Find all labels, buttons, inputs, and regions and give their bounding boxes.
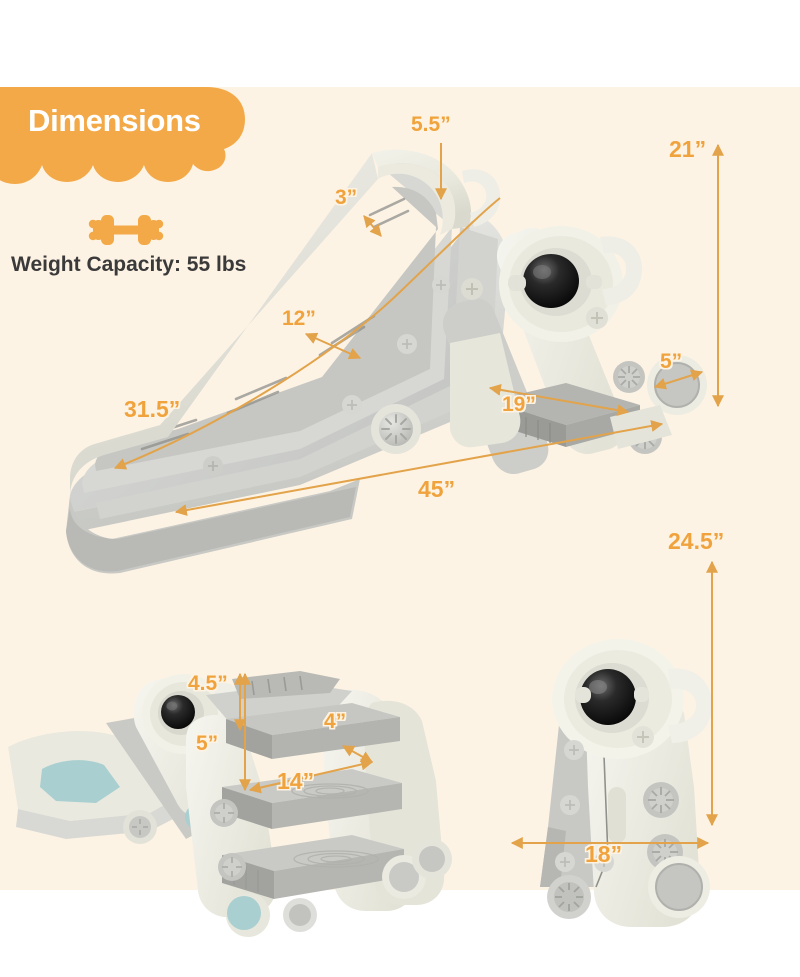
dimension-label-45: 45” (418, 476, 456, 502)
wheels-front-view (547, 856, 710, 919)
dimension-label-3: 3” (335, 186, 358, 209)
dimension-label-5-5: 5.5” (411, 113, 451, 136)
dimension-label-18: 18” (585, 841, 623, 867)
dimension-label-12: 12” (282, 307, 316, 330)
pivot-hub-top (499, 226, 642, 342)
dimension-label-14: 14” (277, 768, 315, 794)
dumbbell-icon (85, 208, 167, 252)
dimension-label-5-wheel: 5” (660, 350, 683, 373)
page-title: Dimensions (28, 103, 201, 138)
weight-capacity-label: Weight Capacity: 55 lbs (11, 253, 247, 276)
cloud-shape-icon (0, 87, 245, 184)
folded-steps-artwork (8, 671, 452, 937)
wheel-slide-front (371, 404, 421, 454)
dimension-label-31-5: 31.5” (124, 396, 181, 422)
dimension-label-24-5: 24.5” (668, 528, 725, 554)
pivot-hub-front (552, 639, 712, 759)
dimension-label-19: 19” (502, 393, 536, 416)
dimension-label-5-step: 5” (196, 732, 219, 755)
folded-front-artwork (540, 639, 712, 927)
dimensions-badge (0, 87, 245, 191)
dimension-label-21: 21” (669, 136, 707, 162)
wheels-right-folded (283, 839, 452, 932)
screws-front-wing (555, 740, 614, 872)
dimension-label-4-5: 4.5” (188, 672, 228, 695)
dimension-label-4: 4” (324, 710, 347, 733)
knobs-left-frame (210, 799, 270, 937)
